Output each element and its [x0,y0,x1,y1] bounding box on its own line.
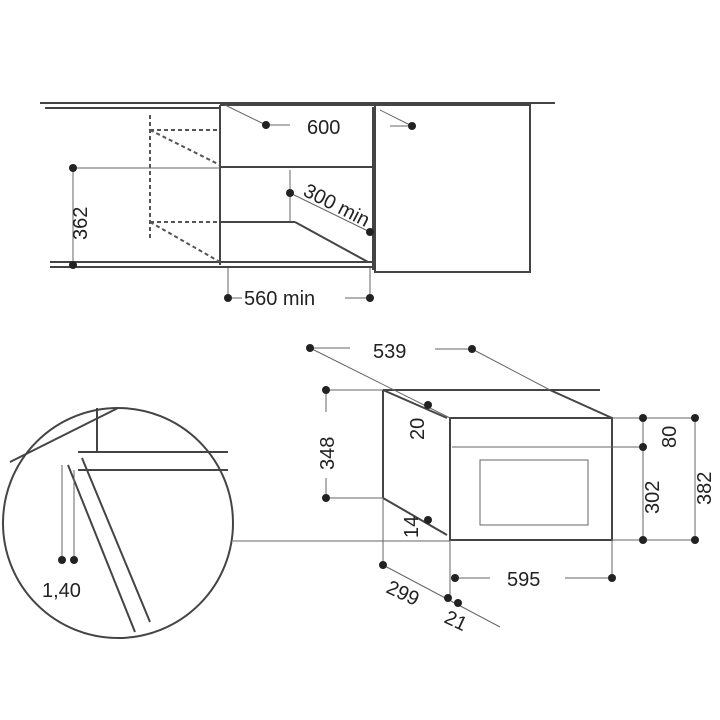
dim-door-thickness: 21 [441,607,470,636]
dim-niche-depth: 600 [307,117,340,139]
oven-drawing [306,344,699,628]
dim-body-depth: 299 [383,577,423,611]
dim-detail-gap: 1,40 [42,580,81,602]
detail-view [2,407,450,639]
dim-niche-height: 362 [70,207,92,240]
dim-top-offset: 20 [407,418,429,440]
niche-cabinet [40,102,555,302]
dim-niche-width: 560 min [244,288,315,310]
dim-oven-depth: 539 [373,341,406,363]
dim-opening-depth: 300 min [300,180,373,232]
dim-panel-height: 80 [659,426,681,448]
dim-front-width: 595 [507,569,540,591]
dim-door-height: 302 [642,481,664,514]
dim-oven-body-height: 348 [317,437,339,470]
dim-bottom-offset: 14 [401,516,423,538]
dim-total-height: 382 [694,472,716,505]
